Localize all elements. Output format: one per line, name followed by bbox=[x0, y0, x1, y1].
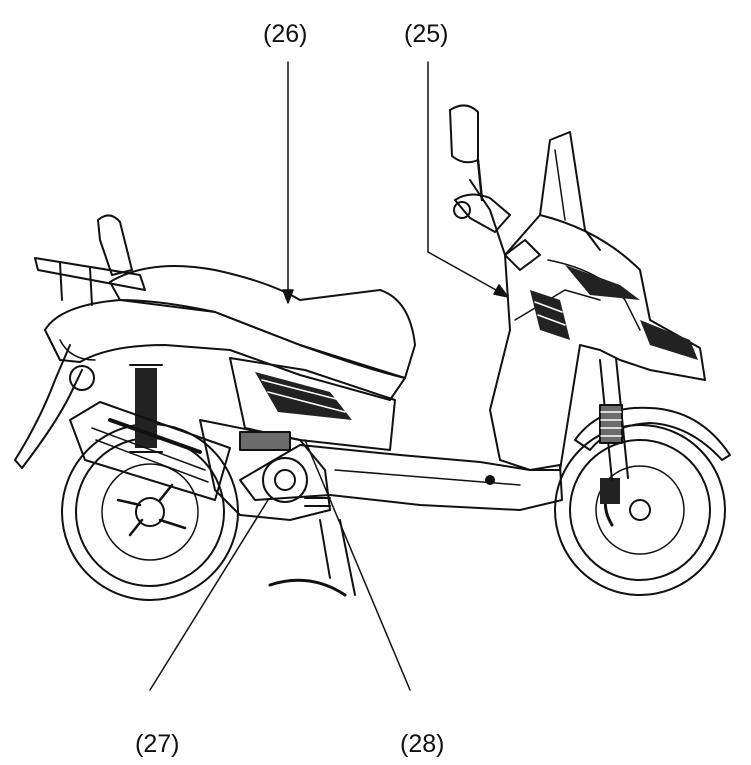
front-wheel bbox=[554, 424, 726, 596]
rear-shock bbox=[129, 364, 163, 453]
callout-label-27: (27) bbox=[135, 730, 180, 758]
front-cowl bbox=[530, 131, 698, 360]
callout-label-26: (26) bbox=[263, 20, 308, 48]
front-fender bbox=[574, 406, 731, 461]
center-stand bbox=[268, 519, 356, 597]
handlebar bbox=[449, 104, 511, 256]
rear-wheel bbox=[61, 423, 239, 601]
callout-label-28: (28) bbox=[400, 730, 445, 758]
front-fork bbox=[599, 357, 629, 481]
engine bbox=[199, 419, 331, 521]
mirror-icon bbox=[449, 104, 479, 164]
floorboard bbox=[239, 444, 563, 511]
callout-leaders bbox=[149, 61, 509, 691]
steering-column bbox=[504, 239, 541, 271]
front-leg-shield bbox=[489, 214, 706, 471]
rear-carrier bbox=[34, 214, 146, 306]
rear-body-panel bbox=[44, 299, 406, 401]
rear-mudguard bbox=[14, 344, 83, 469]
muffler bbox=[69, 401, 231, 501]
callout-label-25: (25) bbox=[404, 20, 449, 48]
tail-lamp-icon bbox=[69, 365, 95, 391]
